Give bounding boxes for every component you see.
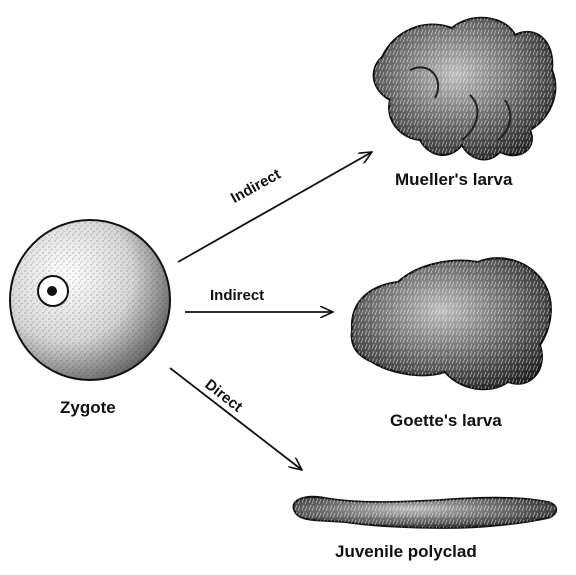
juvenile-polyclad-illustration [293, 497, 556, 528]
zygote-cell [10, 220, 170, 380]
edge-label-indirect-middle: Indirect [210, 287, 264, 304]
zygote-nucleus [38, 276, 68, 306]
node-label-goette: Goette's larva [390, 411, 502, 431]
mueller-larva-illustration [374, 18, 556, 160]
node-label-zygote: Zygote [60, 398, 116, 418]
node-label-juvenile: Juvenile polyclad [335, 542, 477, 562]
arrow-direct-juvenile [170, 368, 302, 470]
node-label-mueller: Mueller's larva [395, 170, 512, 190]
goette-larva-illustration [352, 258, 551, 389]
